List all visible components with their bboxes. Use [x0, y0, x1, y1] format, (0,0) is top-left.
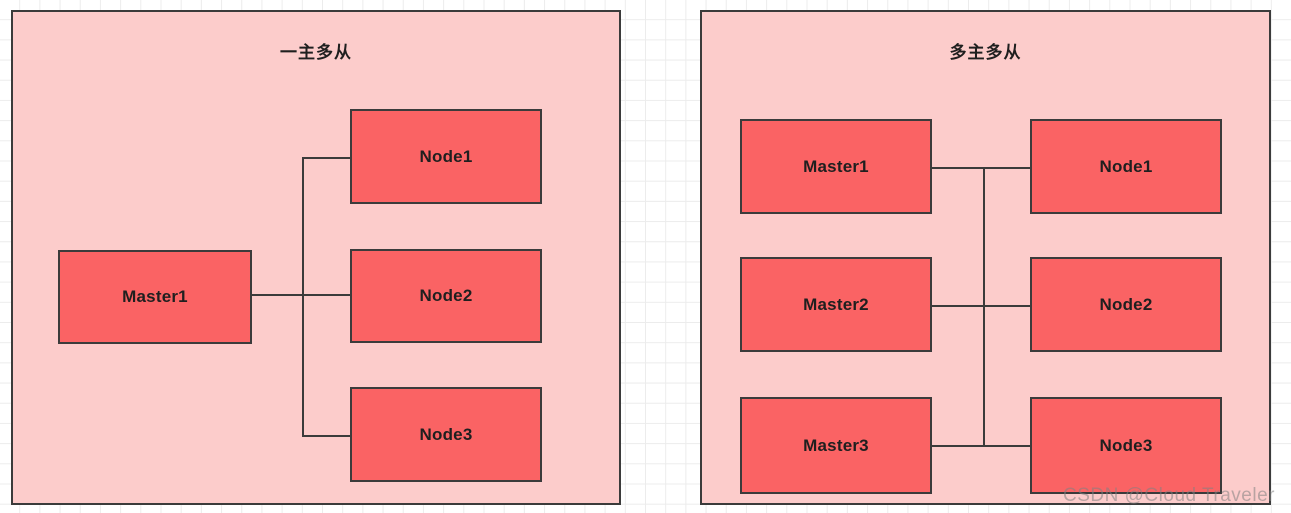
- node-box-node2[interactable]: Node2: [350, 249, 542, 343]
- panel-one-master-many-slaves: 一主多从 Master1 Node1 Node2 Node3: [11, 10, 621, 505]
- panel-many-masters-many-slaves: 多主多从 Master1 Master2 Master3 Node1 Node2…: [700, 10, 1271, 505]
- node-box-node3[interactable]: Node3: [350, 387, 542, 482]
- node-box-master1[interactable]: Master1: [58, 250, 252, 344]
- connector-trunk-to-node2: [302, 294, 350, 296]
- node-box-master3[interactable]: Master3: [740, 397, 932, 494]
- connector-trunk-vertical: [302, 157, 304, 435]
- node-box-node1[interactable]: Node1: [350, 109, 542, 204]
- connector-trunk-to-node1: [302, 157, 350, 159]
- panel-left-title: 一主多从: [280, 43, 352, 62]
- node-box-node1[interactable]: Node1: [1030, 119, 1222, 214]
- connector-row1-master1-node1: [932, 167, 1030, 169]
- connector-row3-master3-node3: [932, 445, 1030, 447]
- node-box-master1[interactable]: Master1: [740, 119, 932, 214]
- node-box-master2[interactable]: Master2: [740, 257, 932, 352]
- connector-row2-master2-node2: [932, 305, 1030, 307]
- panel-right-title: 多主多从: [949, 43, 1022, 62]
- connector-trunk-to-node3: [302, 435, 350, 437]
- connector-master1-to-trunk: [252, 294, 303, 296]
- node-box-node2[interactable]: Node2: [1030, 257, 1222, 352]
- node-box-node3[interactable]: Node3: [1030, 397, 1222, 494]
- connector-trunk-vertical: [983, 167, 985, 445]
